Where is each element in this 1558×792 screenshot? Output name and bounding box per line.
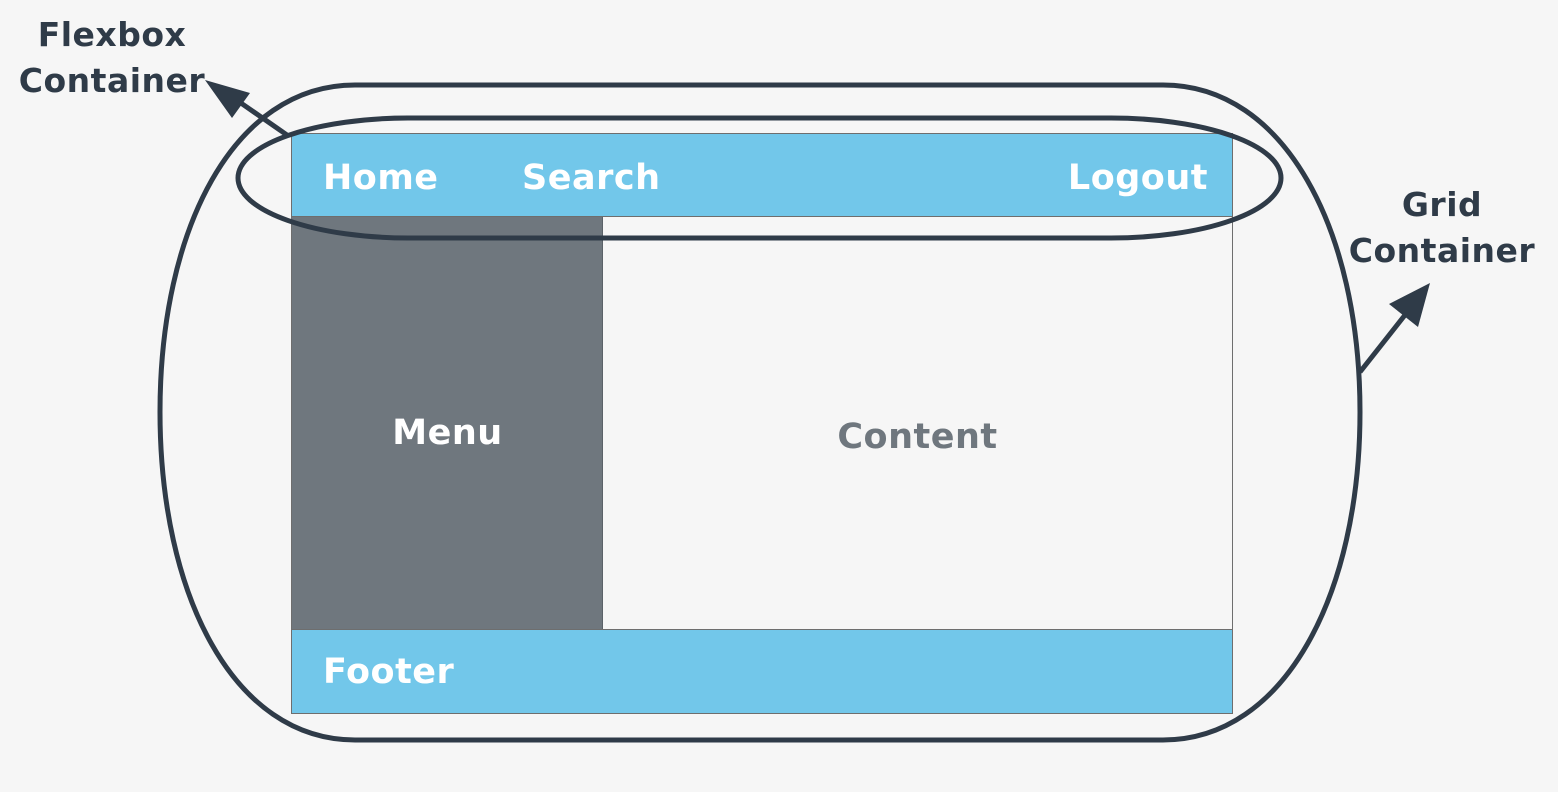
grid-arrow-head (1389, 283, 1430, 327)
page-layout: Home Search Logout Menu Content Footer (291, 133, 1233, 714)
nav-logout-link[interactable]: Logout (1067, 158, 1208, 198)
menu-label: Menu (392, 413, 503, 453)
grid-arrow-line (1358, 313, 1407, 374)
header-bar: Home Search Logout (292, 134, 1232, 217)
menu-panel: Menu (292, 217, 603, 630)
content-panel: Content (603, 217, 1232, 630)
grid-container-label: Grid Container (1340, 182, 1544, 274)
footer-bar: Footer (292, 629, 1232, 713)
flexbox-arrow-line (236, 98, 289, 138)
flexbox-label-line-1: Flexbox (37, 15, 187, 54)
grid-label-line-1: Grid (1401, 185, 1483, 224)
content-label: Content (837, 417, 998, 457)
footer-label: Footer (323, 652, 455, 692)
nav-home-link[interactable]: Home (323, 158, 439, 198)
flexbox-container-label: Flexbox Container (12, 12, 212, 104)
grid-label-line-2: Container (1348, 231, 1536, 270)
nav-search-link[interactable]: Search (522, 158, 661, 198)
flexbox-label-line-2: Container (18, 61, 206, 100)
